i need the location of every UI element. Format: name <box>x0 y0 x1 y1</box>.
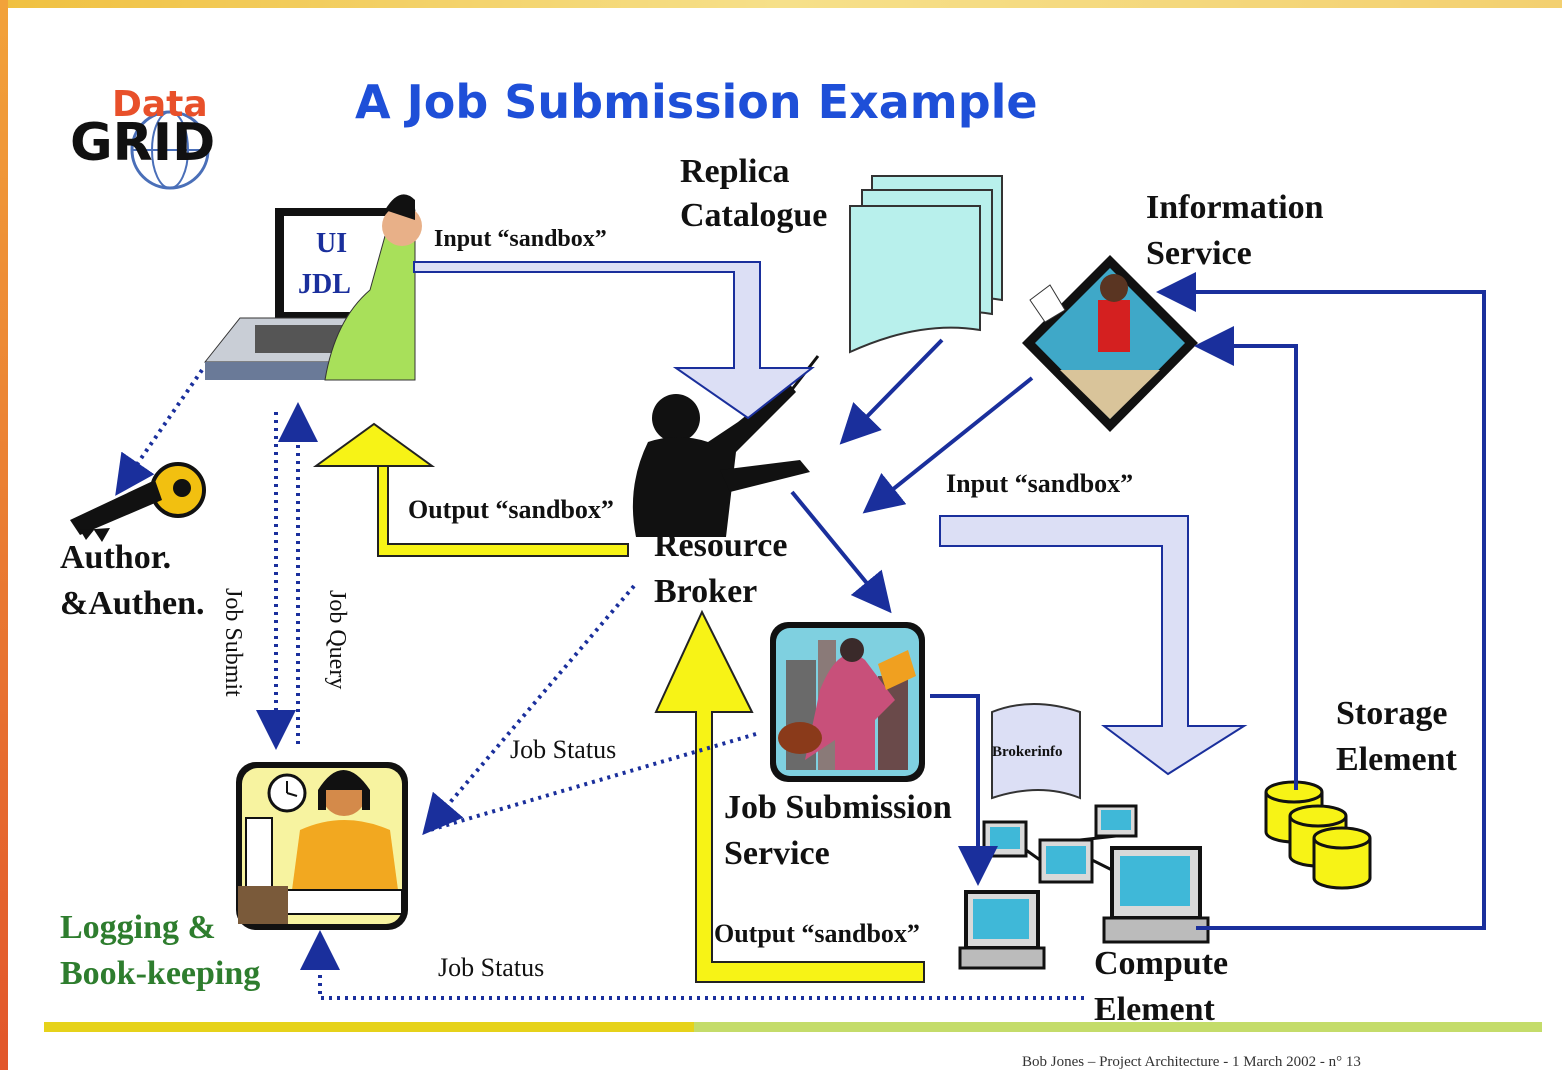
input-sandbox-label-2: Input “sandbox” <box>946 469 1133 498</box>
job-submission-service-icon <box>770 622 925 782</box>
brokerinfo-label: Brokerinfo <box>992 744 1063 760</box>
output-sandbox-arrow-ce <box>654 609 925 983</box>
job-submit-label: Job Submit <box>220 588 246 697</box>
output-sandbox-label-2: Output “sandbox” <box>714 919 920 948</box>
rb-job-status-dotted <box>422 584 636 836</box>
jss-job-status-dotted <box>429 732 757 832</box>
storage-element-icon <box>1264 780 1372 890</box>
footer-text: Bob Jones – Project Architecture - 1 Mar… <box>1022 1054 1361 1070</box>
compute-element-icon <box>958 804 1210 970</box>
logo-grid-text: GRID <box>70 113 215 173</box>
info-to-rb-arrow <box>862 376 1034 514</box>
job-query-label: Job Query <box>324 590 350 689</box>
ui-label: UI <box>316 228 347 259</box>
logo-data-text: Data <box>112 84 208 125</box>
output-sandbox-arrow-ui <box>312 422 629 557</box>
footer-rule-green <box>694 1022 1542 1032</box>
input-sandbox-label-1: Input “sandbox” <box>434 226 607 252</box>
author-label-1: Author. <box>60 539 171 576</box>
storage-label-2: Element <box>1336 741 1458 778</box>
rb-to-jss-arrow <box>790 490 892 614</box>
output-sandbox-label-1: Output “sandbox” <box>408 495 614 524</box>
page-title: A Job Submission Example <box>355 75 1038 129</box>
resource-broker-label-1: Resource <box>654 527 787 564</box>
logging-bookkeeping-icon <box>236 762 408 930</box>
storage-label-1: Storage <box>1336 695 1447 732</box>
compute-element-label-2: Element <box>1094 991 1216 1028</box>
logging-label-1: Logging & <box>60 909 216 946</box>
input-sandbox-arrow-rb <box>413 261 815 420</box>
compute-element-label-1: Compute <box>1094 945 1228 982</box>
ce-to-info-arrow <box>1156 272 1486 930</box>
key-icon <box>70 462 206 542</box>
replica-label-2: Catalogue <box>680 197 827 234</box>
resource-broker-label-2: Broker <box>654 573 757 610</box>
jss-to-ce-arrow <box>930 694 998 886</box>
datagrid-logo: Data GRID <box>70 84 215 190</box>
replica-label-1: Replica <box>680 153 790 190</box>
jdl-label: JDL <box>298 269 351 300</box>
author-label-2: &Authen. <box>60 585 205 622</box>
brokerinfo-scroll-icon <box>991 703 1081 800</box>
ce-job-status-dotted <box>300 930 1084 1000</box>
replica-to-rb-arrow <box>839 338 944 445</box>
resource-broker-icon <box>632 355 820 537</box>
top-frame-bar <box>0 0 1562 8</box>
left-frame-bar <box>0 0 8 1070</box>
jss-label-2: Service <box>724 835 830 872</box>
jss-label-1: Job Submission <box>724 789 952 826</box>
information-service-icon <box>1022 255 1198 432</box>
job-status-label-1: Job Status <box>510 735 616 764</box>
input-sandbox-arrow-ce <box>939 515 1248 776</box>
storage-to-info-arrow <box>1194 326 1298 790</box>
info-service-label-1: Information <box>1146 189 1324 226</box>
logging-label-2: Book-keeping <box>60 955 260 992</box>
info-service-label-2: Service <box>1146 235 1252 272</box>
replica-catalogue-icon <box>849 175 1003 354</box>
footer-rule-yellow <box>44 1022 694 1032</box>
job-status-label-2: Job Status <box>438 953 544 982</box>
ui-user-icon <box>203 194 422 381</box>
